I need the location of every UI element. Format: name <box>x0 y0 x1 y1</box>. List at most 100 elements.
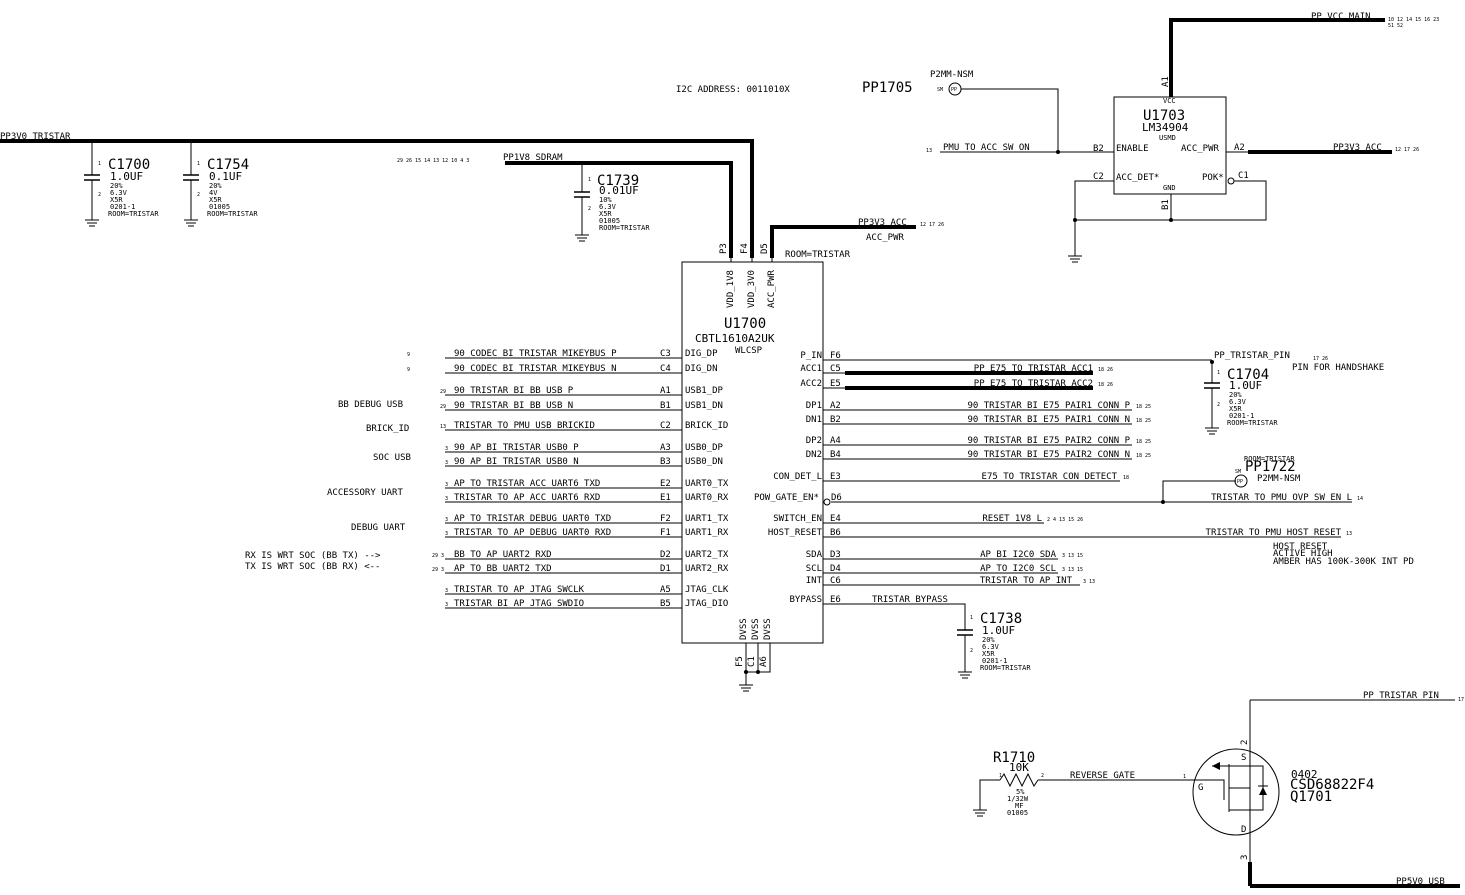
svg-text:X5R: X5R <box>110 196 123 204</box>
svg-text:2: 2 <box>1041 773 1044 779</box>
svg-text:3: 3 <box>445 460 448 466</box>
svg-text:AP_TO_TRISTAR_DEBUG_UART0_TXD: AP_TO_TRISTAR_DEBUG_UART0_TXD <box>454 514 611 524</box>
label-accessory-uart: ACCESSORY UART <box>327 488 403 498</box>
svg-text:UART0_RX: UART0_RX <box>685 493 729 503</box>
svg-text:0402: 0402 <box>1291 768 1318 781</box>
rail-pp3v3-acc-to-u1700: PP3V3_ACC 12 17 26 ACC_PWR ROOM=TRISTAR <box>770 218 944 260</box>
svg-text:1: 1 <box>588 177 591 183</box>
svg-text:C3: C3 <box>660 349 671 359</box>
svg-text:P3: P3 <box>719 243 729 254</box>
cap-c1739: 1 2 C1739 0.01UF 10% 6.3V X5R 01005 ROOM… <box>574 163 650 242</box>
svg-text:PP_E75_TO_TRISTAR_ACC1: PP_E75_TO_TRISTAR_ACC1 <box>974 364 1093 374</box>
svg-text:POK*: POK* <box>1202 173 1224 183</box>
svg-text:D3: D3 <box>830 550 841 560</box>
svg-text:90_TRISTAR_BI_BB_USB_P: 90_TRISTAR_BI_BB_USB_P <box>454 386 574 396</box>
svg-text:F5: F5 <box>735 656 745 667</box>
svg-text:3: 3 <box>445 602 448 608</box>
svg-text:UART2_RX: UART2_RX <box>685 564 729 574</box>
svg-text:ROOM=TRISTAR: ROOM=TRISTAR <box>1227 419 1278 427</box>
rail-label-pp3v3-acc: PP3V3_ACC <box>858 218 907 228</box>
svg-text:P2MM-NSM: P2MM-NSM <box>930 70 974 80</box>
svg-text:1: 1 <box>98 161 101 167</box>
rail-refs-pp1v8: 29 26 15 14 13 12 10 4 3 <box>397 158 469 164</box>
svg-text:C2: C2 <box>1093 172 1104 182</box>
svg-text:SWITCH_EN: SWITCH_EN <box>773 514 822 524</box>
svg-text:18 26: 18 26 <box>1098 367 1113 373</box>
svg-text:BYPASS: BYPASS <box>789 595 822 605</box>
svg-text:MF: MF <box>1015 802 1023 810</box>
svg-text:E75_TO_TRISTAR_CON_DETECT: E75_TO_TRISTAR_CON_DETECT <box>982 472 1118 482</box>
svg-text:20%: 20% <box>110 182 123 190</box>
acc-pwr-label: ACC_PWR <box>866 233 905 243</box>
u1700-top-pins: P3 F4 D5 VDD_1V8 VDD_3V0 ACC_PWR <box>719 243 777 308</box>
q1701-net-pp5v0-usb: PP5V0_USB <box>1396 877 1445 887</box>
svg-text:ROOM=TRISTAR: ROOM=TRISTAR <box>207 210 258 218</box>
c1739-value: 0.01UF <box>599 184 639 197</box>
svg-text:90_AP_BI_TRISTAR_USB0_N: 90_AP_BI_TRISTAR_USB0_N <box>454 457 579 467</box>
svg-text:2: 2 <box>1217 402 1220 408</box>
svg-text:TRISTAR_TO_AP_DEBUG_UART0_RXD: TRISTAR_TO_AP_DEBUG_UART0_RXD <box>454 528 611 538</box>
c1700-value: 1.0UF <box>110 170 143 183</box>
svg-text:18 25: 18 25 <box>1136 418 1151 424</box>
svg-text:1: 1 <box>197 161 200 167</box>
svg-text:DVSS: DVSS <box>751 618 761 640</box>
svg-text:P2MM-NSM: P2MM-NSM <box>1257 474 1301 484</box>
c1700-ref: C1700 <box>108 157 150 173</box>
svg-text:20%: 20% <box>1229 391 1242 399</box>
svg-text:9: 9 <box>407 367 410 373</box>
u1703-enable-net: PMU_TO_ACC_SW_ON <box>943 143 1030 153</box>
q1701-net-pp-tristar-pin: PP_TRISTAR_PIN <box>1363 691 1439 701</box>
svg-text:3 13: 3 13 <box>1083 579 1095 585</box>
svg-text:B4: B4 <box>830 450 841 460</box>
svg-text:29 3: 29 3 <box>432 567 444 573</box>
svg-text:AP_TO_I2C0_SCL: AP_TO_I2C0_SCL <box>980 564 1056 574</box>
c1738-value: 1.0UF <box>982 624 1015 637</box>
svg-text:6.3V: 6.3V <box>599 203 617 211</box>
svg-text:E6: E6 <box>830 595 841 605</box>
svg-text:2 4 13 15 26: 2 4 13 15 26 <box>1047 517 1083 523</box>
svg-text:VDD_3V0: VDD_3V0 <box>747 270 757 308</box>
svg-text:18 25: 18 25 <box>1136 404 1151 410</box>
svg-text:X5R: X5R <box>599 210 612 218</box>
svg-text:B1: B1 <box>660 401 671 411</box>
svg-text:17: 17 <box>1458 697 1464 703</box>
svg-text:B6: B6 <box>830 528 841 538</box>
label-bb-debug-usb: BB DEBUG USB <box>338 400 403 410</box>
svg-text:3: 3 <box>445 496 448 502</box>
rail-pp-vcc-main: PP_VCC_MAIN 10 12 14 15 16 23 51 52 <box>1169 12 1439 97</box>
svg-text:CON_DET_L: CON_DET_L <box>773 472 822 482</box>
u1703: VCC U1703 LM34904 USMD ENABLE ACC_PWR AC… <box>926 76 1419 263</box>
svg-text:3: 3 <box>445 588 448 594</box>
svg-text:HOST_RESET: HOST_RESET <box>768 528 823 538</box>
svg-text:DIG_DP: DIG_DP <box>685 349 718 359</box>
svg-text:UART1_RX: UART1_RX <box>685 528 729 538</box>
svg-text:SDA: SDA <box>806 550 823 560</box>
left-group-labels: BB DEBUG USB BRICK_ID SOC USB ACCESSORY … <box>245 400 411 572</box>
svg-text:ROOM=TRISTAR: ROOM=TRISTAR <box>108 210 159 218</box>
svg-text:6.3V: 6.3V <box>1229 398 1247 406</box>
svg-text:20%: 20% <box>209 182 222 190</box>
c1704-value: 1.0UF <box>1229 379 1262 392</box>
svg-text:3: 3 <box>445 446 448 452</box>
rail-label-pp-vcc-main: PP_VCC_MAIN <box>1311 12 1371 22</box>
svg-text:90_TRISTAR_BI_E75_PAIR2_CONN_P: 90_TRISTAR_BI_E75_PAIR2_CONN_P <box>967 436 1130 446</box>
pp-tristar-pin-label: PP_TRISTAR_PIN <box>1214 351 1290 361</box>
svg-text:01005: 01005 <box>209 203 230 211</box>
svg-text:D2: D2 <box>660 550 671 560</box>
u1700: U1700 CBTL1610A2UK WLCSP P3 F4 D5 VDD_1V… <box>407 243 1363 692</box>
cap-c1700: 1 2 C1700 1.0UF 20% 6.3V X5R 0201-1 ROOM… <box>84 141 159 227</box>
u1700-ref: U1700 <box>724 316 766 332</box>
svg-text:12 17 26: 12 17 26 <box>1395 147 1419 153</box>
svg-text:VDD_1V8: VDD_1V8 <box>726 270 736 308</box>
svg-text:01005: 01005 <box>1007 809 1028 817</box>
svg-text:TRISTAR_TO_AP_JTAG_SWCLK: TRISTAR_TO_AP_JTAG_SWCLK <box>454 585 585 595</box>
